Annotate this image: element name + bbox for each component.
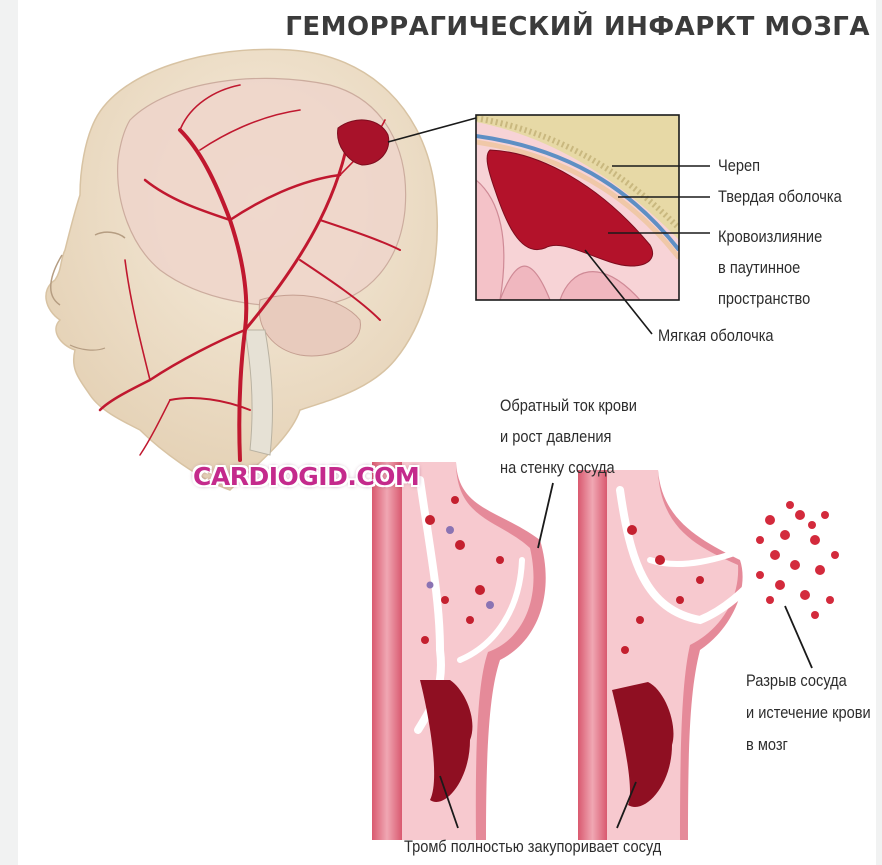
label-rupture-3: в мозг: [746, 729, 788, 760]
vessel-rupture: [578, 470, 839, 840]
label-hemorrhage-2: в паутинное: [718, 252, 800, 283]
label-backflow-3: на стенку сосуда: [500, 452, 615, 483]
watermark: CARDIOGID.COM: [193, 462, 419, 491]
label-backflow-1: Обратный ток крови: [500, 390, 637, 421]
label-thrombus: Тромб полностью закупоривает сосуд: [404, 831, 661, 862]
label-rupture-2: и истечение крови: [746, 697, 871, 728]
head-illustration: [46, 49, 437, 490]
label-hemorrhage-1: Кровоизлияние: [718, 221, 822, 252]
meninges-inset: [476, 115, 679, 300]
label-skull: Череп: [718, 150, 760, 181]
label-hemorrhage-3: пространство: [718, 283, 810, 314]
vessel-backflow: [372, 462, 546, 840]
label-pia: Мягкая оболочка: [658, 320, 774, 351]
label-dura: Твердая оболочка: [718, 181, 842, 212]
label-backflow-2: и рост давления: [500, 421, 611, 452]
leaking-blood-cells: [756, 501, 839, 619]
label-rupture-1: Разрыв сосуда: [746, 665, 847, 696]
